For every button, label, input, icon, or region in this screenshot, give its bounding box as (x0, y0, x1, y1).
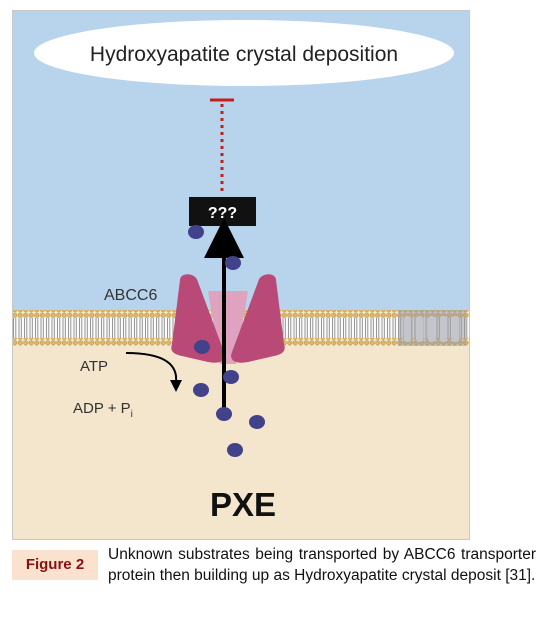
atp-hydrolysis-arrow (125, 352, 178, 383)
disease-label: PXE (210, 486, 276, 523)
caption-row: Figure 2 Unknown substrates being transp… (12, 544, 537, 614)
atp-arrowhead (170, 380, 182, 392)
abcc6-transporter (171, 274, 285, 364)
adp-subscript: i (131, 409, 133, 420)
substrate-molecule (223, 370, 239, 384)
substrate-molecule (249, 415, 265, 429)
substrate-molecule (193, 383, 209, 397)
inhibition-line (210, 98, 234, 194)
figure-frame (12, 10, 470, 540)
deposition-cloud (34, 20, 454, 86)
pxe-diagram: Hydroxyapatite crystal deposition ??? AB… (12, 10, 470, 540)
substrate-molecules (188, 225, 265, 457)
substrate-molecule (194, 340, 210, 354)
figure-label: Figure 2 (12, 550, 98, 580)
unknown-box-label: ??? (208, 205, 237, 222)
substrate-molecule (216, 407, 232, 421)
cloud-label: Hydroxyapatite crystal deposition (90, 43, 398, 66)
membrane-protein-segment (398, 310, 466, 346)
adp-label: ADP + Pi (73, 400, 133, 420)
substrate-molecule (188, 225, 204, 239)
caption-text: Unknown substrates being transported by … (108, 546, 536, 584)
adp-main-text: ADP + P (73, 400, 131, 417)
substrate-molecule (227, 443, 243, 457)
transporter-label: ABCC6 (104, 287, 157, 304)
atp-label: ATP (80, 358, 108, 375)
substrate-molecule (225, 256, 241, 270)
